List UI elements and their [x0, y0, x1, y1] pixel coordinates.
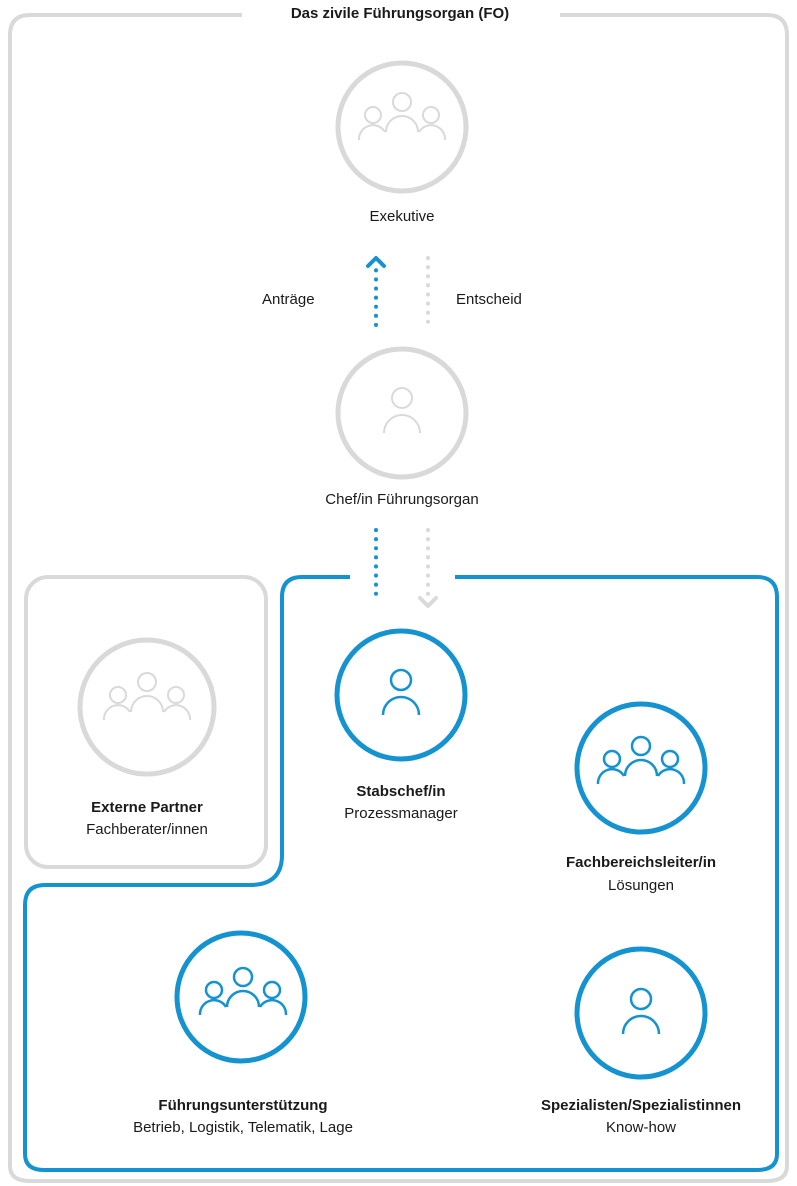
spezial-circle: [574, 946, 708, 1080]
stabschef-circle: [334, 628, 468, 762]
chef-circle: [335, 346, 469, 480]
exekutive-label: Exekutive: [369, 208, 435, 225]
fuehrung-sub: Betrieb, Logistik, Telematik, Lage: [133, 1119, 353, 1136]
extern-box: [24, 575, 268, 869]
diagram-title: Das zivile Führungsorgan (FO): [278, 5, 522, 22]
group-icon: [102, 672, 192, 721]
group-icon: [357, 92, 447, 141]
extern-label: Externe Partner: [91, 799, 203, 816]
group-icon: [596, 735, 686, 785]
outer-frame: [8, 13, 789, 1183]
stabschef-sub: Prozessmanager: [344, 805, 458, 822]
chef-label: Chef/in Führungsorgan: [325, 491, 479, 508]
group-icon: [198, 966, 288, 1016]
stabschef-label: Stabschef/in: [356, 783, 446, 800]
fuehrung-label: Führungsunterstützung: [158, 1097, 328, 1114]
person-icon: [383, 387, 421, 434]
fachbereich-circle: [574, 701, 708, 835]
fachbereich-label: Fachbereichsleiter/in: [565, 854, 717, 871]
spezial-label: Spezialisten/Spezialistinnen: [540, 1097, 742, 1114]
extern-circle: [77, 637, 217, 777]
spezial-sub: Know-how: [605, 1119, 677, 1136]
exekutive-circle: [335, 60, 469, 194]
staff-frame: [23, 575, 779, 1172]
fuehrung-circle: [174, 930, 308, 1064]
fachbereich-sub: Lösungen: [608, 877, 674, 894]
staff-arrowhead: [418, 596, 438, 608]
antraege-label: Anträge: [262, 291, 315, 308]
person-icon: [621, 987, 661, 1035]
person-icon: [381, 668, 421, 716]
entscheid-label: Entscheid: [456, 291, 522, 308]
extern-sub: Fachberater/innen: [86, 821, 208, 838]
antraege-arrowhead: [366, 256, 386, 268]
